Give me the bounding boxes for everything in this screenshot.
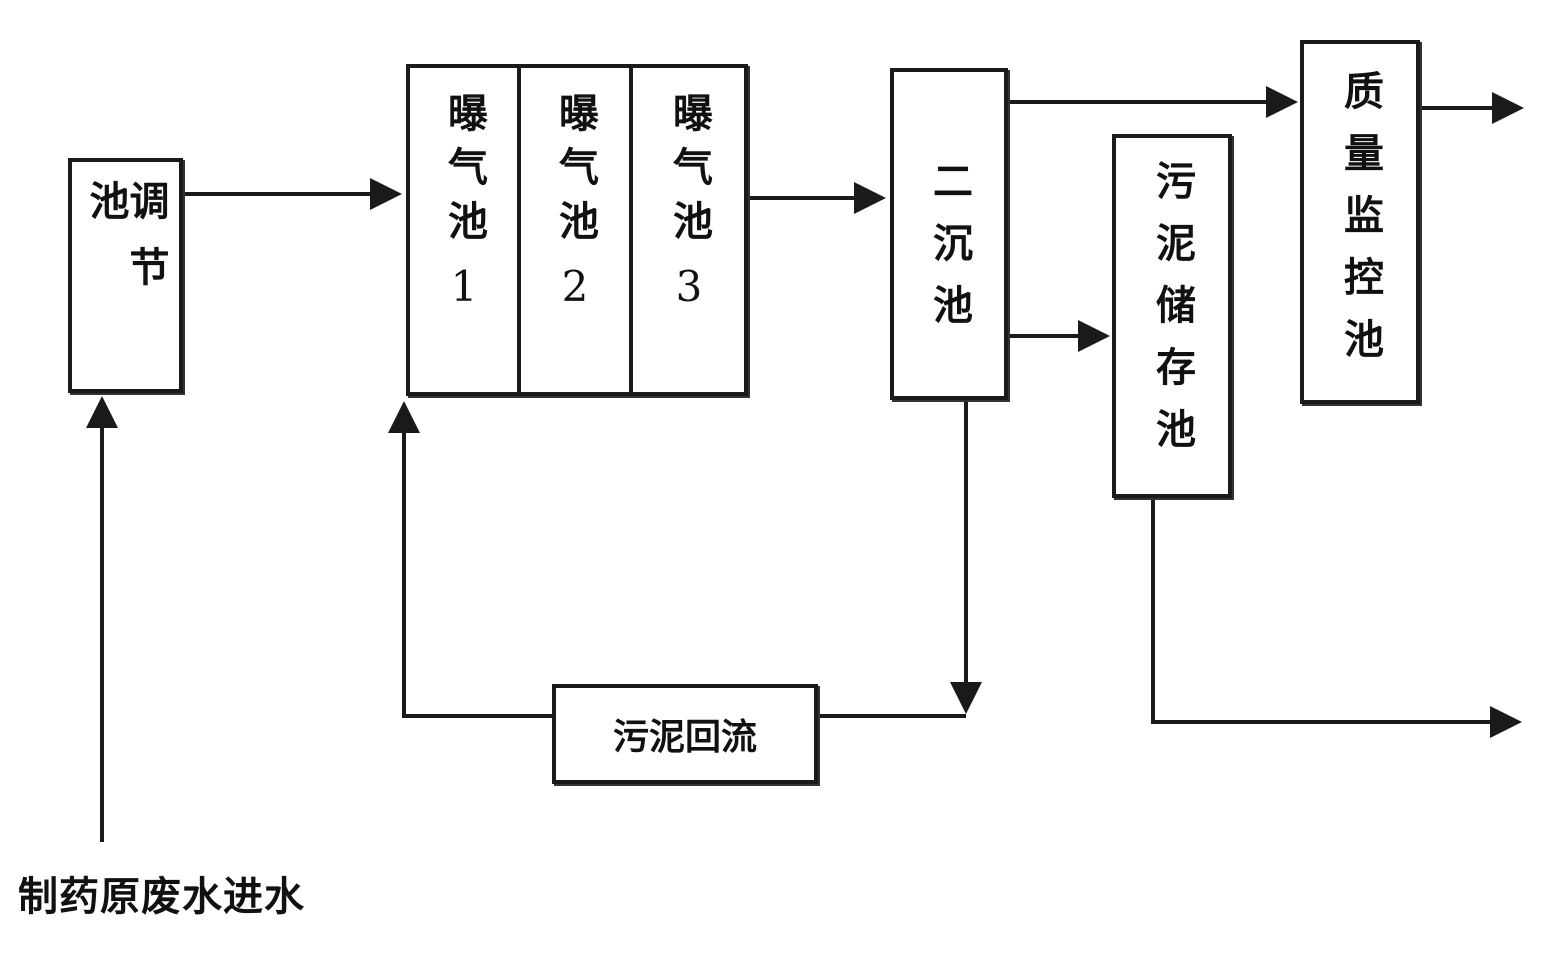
quality-monitoring-tank-box xyxy=(1300,40,1420,404)
inflow-label: 制药原废水进水 xyxy=(18,874,305,920)
regulating-tank-box xyxy=(68,158,183,393)
sludge-return-name: 污泥回流 xyxy=(612,717,757,758)
secondary-clarifier-box xyxy=(890,68,1008,400)
sludge-return-to-aeration-arrow xyxy=(388,401,554,718)
sludge-return-box xyxy=(552,684,818,784)
aeration-tank-3-name: 曝气池 xyxy=(666,92,712,254)
aeration-tank-2: 曝气池 2 xyxy=(521,92,629,392)
aeration-tank-3-number: 3 xyxy=(675,262,703,311)
sludge-storage-tank-label: 污泥储存池 xyxy=(1112,160,1232,490)
sludge-storage-tank-name: 污泥储存池 xyxy=(1149,160,1195,470)
aeration-tank-2-name: 曝气池 xyxy=(552,92,598,254)
aeration-tank-divider-2 xyxy=(629,64,633,396)
aeration-tank-divider-1 xyxy=(517,64,521,396)
quality-monitoring-tank-name: 质量监控池 xyxy=(1337,70,1383,380)
aeration-tank-group xyxy=(406,64,748,396)
aeration-tank-1-number: 1 xyxy=(450,262,478,311)
quality-monitoring-tank-label: 质量监控池 xyxy=(1300,70,1420,400)
secondary-clarifier-name: 二沉池 xyxy=(926,160,972,346)
sludge-storage-tank-box xyxy=(1112,134,1232,498)
aeration-tank-1: 曝气池 1 xyxy=(410,92,518,392)
aeration-tank-1-name: 曝气池 xyxy=(441,92,487,254)
aeration-tank-3: 曝气池 3 xyxy=(633,92,745,392)
secondary-clarifier-label: 二沉池 xyxy=(890,160,1008,390)
regulating-tank-name: 调节池 xyxy=(82,180,169,312)
regulating-tank-label: 调节池 xyxy=(68,180,183,390)
sludge-storage-outflow-arrow xyxy=(1151,496,1522,738)
aeration-tank-2-number: 2 xyxy=(561,262,589,311)
sludge-return-label: 污泥回流 xyxy=(552,684,818,784)
